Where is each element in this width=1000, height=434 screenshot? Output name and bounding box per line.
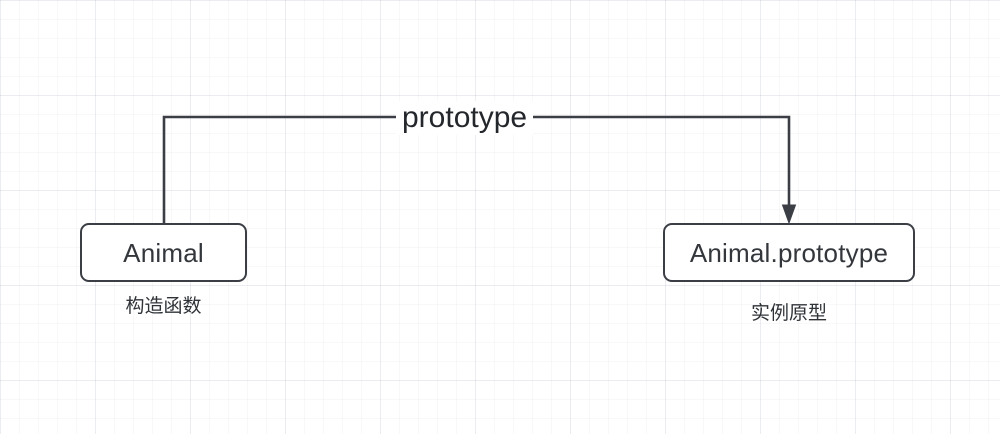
node-animal-prototype[interactable]: Animal.prototype [663,223,915,282]
node-animal-label: Animal [123,237,204,268]
node-animal-caption: 构造函数 [125,296,202,317]
node-animal-prototype-label: Animal.prototype [689,237,889,268]
node-animal-prototype-caption: 实例原型 [750,303,827,324]
edge-label-prototype: prototype [396,101,534,135]
arrow-head-icon [781,204,797,225]
edge-label-text: prototype [402,101,528,134]
node-animal[interactable]: Animal [80,223,247,282]
